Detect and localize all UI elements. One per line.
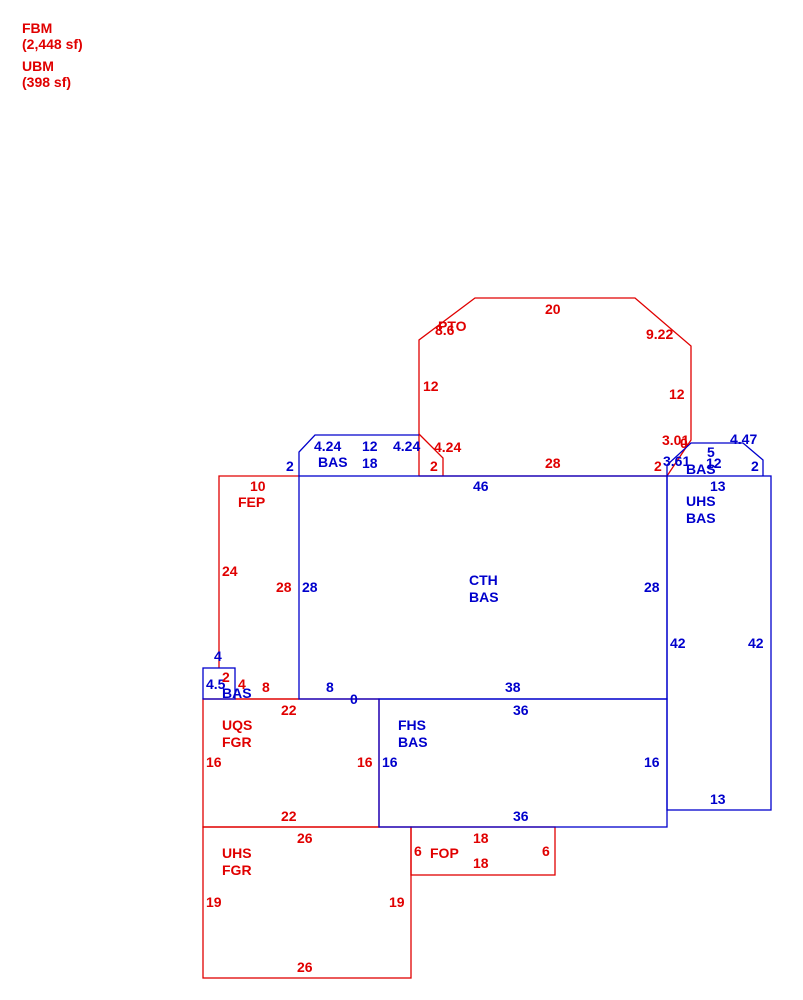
dim-label: 46 bbox=[473, 478, 489, 494]
dim-label: 42 bbox=[670, 635, 686, 651]
area-label-bas-left: BAS bbox=[222, 685, 252, 701]
dim-label: 24 bbox=[222, 563, 238, 579]
dim-label: 12 bbox=[362, 438, 378, 454]
dim-label: 6 bbox=[542, 843, 550, 859]
dim-label: 3.61 bbox=[663, 453, 690, 469]
area-label-fhs-bas: BAS bbox=[398, 734, 428, 750]
fep-outline bbox=[218, 475, 299, 668]
dim-label: 42 bbox=[748, 635, 764, 651]
dim-label: 38 bbox=[505, 679, 521, 695]
dim-label: 13 bbox=[710, 791, 726, 807]
dim-label: 8 bbox=[326, 679, 334, 695]
dim-label: 22 bbox=[281, 702, 297, 718]
area-label-uhs-fgr-2: FGR bbox=[222, 862, 252, 878]
area-label-fep: FEP bbox=[238, 494, 265, 510]
dim-label: 0 bbox=[680, 435, 688, 451]
dim-label: 16 bbox=[382, 754, 398, 770]
area-label-uhs: UHS bbox=[686, 493, 716, 509]
dim-label: 6 bbox=[414, 843, 422, 859]
legend-code: FBM bbox=[22, 20, 53, 36]
dim-label: 19 bbox=[206, 894, 222, 910]
dim-label: 3.01 bbox=[662, 432, 689, 448]
dim-label: 8.6 bbox=[435, 322, 455, 338]
dim-label: 18 bbox=[473, 830, 489, 846]
pto-left-return bbox=[418, 433, 444, 476]
dim-label: 2 bbox=[654, 458, 662, 474]
dim-label: 16 bbox=[206, 754, 222, 770]
dim-label: 0 bbox=[350, 691, 358, 707]
legend-entry-ubm: UBM (398 sf) bbox=[22, 58, 83, 90]
fhs-bas-outline bbox=[378, 698, 668, 828]
dim-label: 28 bbox=[545, 455, 561, 471]
dim-label: 4.5 bbox=[206, 676, 226, 692]
bas-left-outline bbox=[202, 667, 236, 700]
dim-label: 18 bbox=[473, 855, 489, 871]
area-label-uhs-bas: BAS bbox=[686, 510, 716, 526]
dim-label: 2 bbox=[286, 458, 294, 474]
dim-label: 12 bbox=[423, 378, 439, 394]
dim-label: 12 bbox=[669, 386, 685, 402]
bas-small-right-outline bbox=[666, 442, 764, 476]
legend-area: (398 sf) bbox=[22, 74, 72, 90]
dim-label: 4 bbox=[214, 648, 222, 664]
area-label-cth: CTH bbox=[469, 572, 498, 588]
dim-label: 4.24 bbox=[393, 438, 420, 454]
dim-label: 18 bbox=[362, 455, 378, 471]
legend-code: UBM bbox=[22, 58, 54, 74]
dim-label: 36 bbox=[513, 808, 529, 824]
area-label-fop: FOP bbox=[430, 845, 459, 861]
dim-label: 28 bbox=[276, 579, 292, 595]
dim-label: 28 bbox=[644, 579, 660, 595]
uhs-bas-outline bbox=[666, 475, 772, 811]
dim-label: 9.22 bbox=[646, 326, 673, 342]
area-label-uqs-fgr: FGR bbox=[222, 734, 252, 750]
dim-label: 26 bbox=[297, 959, 313, 975]
dim-label: 13 bbox=[710, 478, 726, 494]
dim-label: 4.24 bbox=[314, 438, 341, 454]
dim-label: 4.47 bbox=[730, 431, 757, 447]
legend-entry-fbm: FBM (2,448 sf) bbox=[22, 20, 83, 52]
area-label-bas-top: BAS bbox=[318, 454, 348, 470]
dim-label: 28 bbox=[302, 579, 318, 595]
dim-label: 16 bbox=[644, 754, 660, 770]
bas-top-outline bbox=[298, 434, 419, 476]
dim-label: 12 bbox=[706, 455, 722, 471]
area-label-uqs: UQS bbox=[222, 717, 252, 733]
dim-label: 8 bbox=[262, 679, 270, 695]
area-label-bas-small: BAS bbox=[686, 461, 716, 477]
area-label-pto: PTO bbox=[438, 318, 467, 334]
dim-label: 10 bbox=[250, 478, 266, 494]
dim-label: 26 bbox=[297, 830, 313, 846]
dim-label: 4.24 bbox=[434, 439, 461, 455]
dim-label: 36 bbox=[513, 702, 529, 718]
legend-area: (2,448 sf) bbox=[22, 36, 83, 52]
dim-label: 5 bbox=[707, 444, 715, 460]
dim-label: 19 bbox=[389, 894, 405, 910]
uhs-fgr-outline bbox=[202, 826, 412, 979]
area-label-cth-bas: BAS bbox=[469, 589, 499, 605]
dim-label: 16 bbox=[357, 754, 373, 770]
legend: FBM (2,448 sf) UBM (398 sf) bbox=[22, 20, 83, 96]
dim-label: 2 bbox=[751, 458, 759, 474]
dim-label: 22 bbox=[281, 808, 297, 824]
dim-label: 20 bbox=[545, 301, 561, 317]
dim-label: 4 bbox=[238, 676, 246, 692]
dim-label: 2 bbox=[430, 458, 438, 474]
area-label-fhs: FHS bbox=[398, 717, 426, 733]
dim-label: 2 bbox=[222, 669, 230, 685]
area-label-uhs-fgr-1: UHS bbox=[222, 845, 252, 861]
pto-outline bbox=[418, 297, 692, 477]
